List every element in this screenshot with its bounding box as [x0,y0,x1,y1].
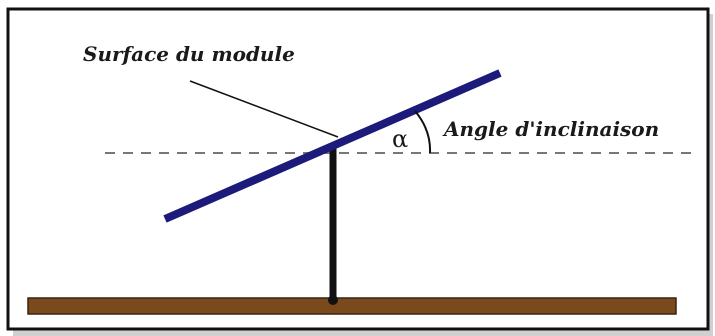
ground-bar [27,297,677,315]
diagram-frame [6,7,710,331]
module-surface [163,69,502,223]
alpha-symbol: α [392,125,408,153]
surface-leader-line [189,80,339,138]
surface-label: Surface du module [83,42,295,66]
angle-label: Angle d'inclinaison [442,117,659,141]
post-foot [328,295,338,305]
angle-arc [414,110,432,154]
